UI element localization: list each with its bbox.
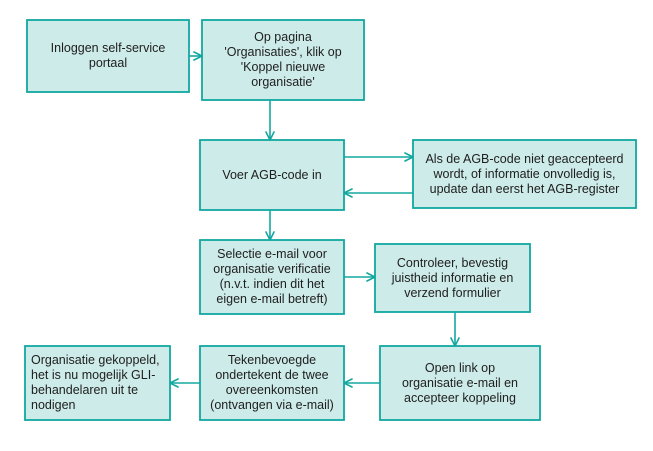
box-organisations-page xyxy=(201,19,365,101)
step-check-submit: Controleer, bevestig juistheid informati… xyxy=(391,255,514,300)
step-sign-agreements: Tekenbevoegde ondertekent de twee overee… xyxy=(210,353,334,412)
step-open-link: Open link op organisatie e-mail en accep… xyxy=(401,360,519,405)
box-agb-rejected xyxy=(412,139,637,209)
box-open-link xyxy=(379,345,541,421)
step-enter-agb: Voer AGB-code in xyxy=(222,167,322,182)
step-linked: Organisatie gekoppeld, het is nu mogelij… xyxy=(31,353,160,412)
step-select-email: Selectie e-mail voor organisatie verific… xyxy=(213,247,331,306)
step-login: Inloggen self-service portaal xyxy=(50,41,166,70)
box-login xyxy=(26,19,190,93)
step-organisations-page: Op pagina 'Organisaties', klik op 'Koppe… xyxy=(224,30,342,89)
box-linked xyxy=(24,345,171,421)
step-agb-rejected: Als de AGB-code niet geaccepteerd wordt,… xyxy=(425,151,624,196)
box-select-email xyxy=(199,239,345,315)
